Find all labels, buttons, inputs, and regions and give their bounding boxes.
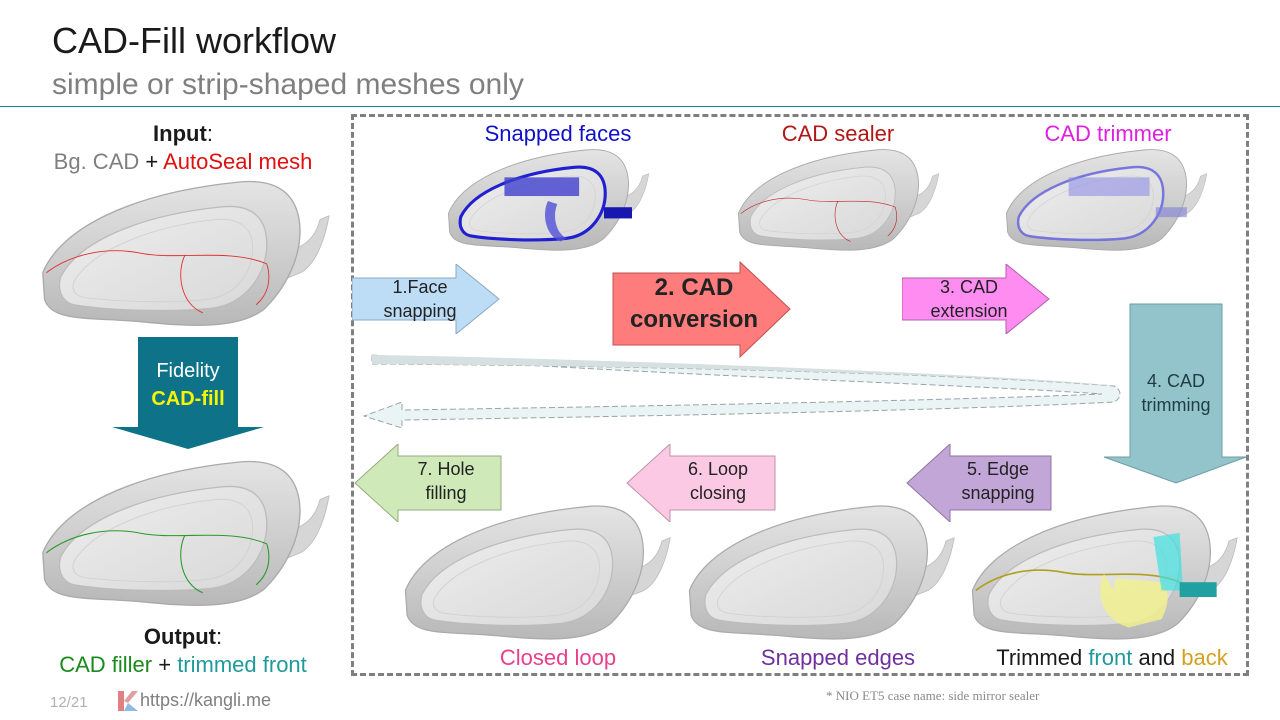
step-1-label: 1.Face snapping: [352, 277, 488, 321]
step-7-label: 7. Hole filling: [392, 456, 500, 506]
step-4-line2: trimming: [1141, 395, 1211, 415]
closed-loop-mirror-image: [404, 505, 671, 640]
input-heading-text: Input: [153, 121, 207, 146]
step-3-line1: 3. CAD: [939, 277, 999, 297]
step-7-line1: 7. Hole: [417, 459, 475, 479]
fidelity-cad-fill-arrow: [112, 337, 264, 449]
step-2-line2: conversion: [629, 306, 759, 333]
loop-back-arrow: [362, 354, 1121, 429]
step-5-line2: snapping: [961, 483, 1035, 503]
caption-cad-sealer: CAD sealer: [781, 121, 895, 146]
input-colon: :: [206, 121, 213, 146]
caption-trimmed-prefix: Trimmed: [996, 645, 1089, 670]
output-description: CAD filler + trimmed front: [20, 652, 346, 678]
step-2-label: 2. CAD conversion: [612, 272, 776, 336]
input-plus: +: [139, 149, 164, 174]
caption-snapped-faces: Snapped faces: [484, 121, 632, 146]
header-divider: [0, 106, 1280, 107]
step-4-label: 4. CAD trimming: [1130, 368, 1222, 418]
step-6-label: 6. Loop closing: [664, 456, 772, 506]
fidelity-label: Fidelity: [156, 360, 220, 382]
caption-back: back: [1181, 645, 1228, 670]
footer-link[interactable]: https://kangli.me: [118, 690, 271, 711]
caption-closed-loop: Closed loop: [499, 645, 617, 670]
snapped-edges-mirror-image: [688, 505, 955, 640]
step-6-line2: closing: [689, 483, 747, 503]
step-1-line1: 1.Face: [392, 277, 448, 297]
output-mirror-image: [42, 460, 330, 606]
step-4-line1: 4. CAD: [1146, 371, 1206, 391]
workflow-box: [351, 114, 1249, 676]
caption-snapped-edges: Snapped edges: [760, 645, 916, 670]
caption-trimmed-front-back: Trimmed front and back: [980, 645, 1244, 671]
output-plus: +: [152, 652, 178, 677]
step-5-arrow[interactable]: [906, 444, 1052, 522]
step-2-line1: 2. CAD: [654, 274, 734, 301]
slide-title: CAD-Fill workflow: [52, 20, 337, 61]
kl-logo-icon: [118, 690, 138, 711]
input-description: Bg. CAD + AutoSeal mesh: [20, 149, 346, 175]
step-3-line2: extension: [930, 301, 1008, 321]
step-1-arrow[interactable]: [352, 264, 500, 334]
page-number: 12/21: [50, 694, 88, 711]
output-cad-filler: CAD filler: [59, 652, 153, 677]
input-autoseal: AutoSeal mesh: [163, 149, 313, 174]
input-bg-cad: Bg. CAD: [53, 149, 140, 174]
input-mirror-image: [42, 180, 330, 326]
step-3-label: 3. CAD extension: [902, 277, 1036, 321]
caption-and: and: [1132, 645, 1182, 670]
caption-cad-trimmer: CAD trimmer: [1044, 121, 1172, 146]
input-heading: Input:: [20, 121, 346, 147]
step-5-line1: 5. Edge: [966, 459, 1030, 479]
step-7-line2: filling: [425, 483, 467, 503]
caption-front: front: [1088, 645, 1133, 670]
output-heading-text: Output: [143, 624, 216, 649]
output-colon: :: [215, 624, 223, 649]
step-1-line2: snapping: [383, 301, 457, 321]
output-heading: Output:: [20, 624, 346, 650]
step-4-arrow[interactable]: [1102, 303, 1248, 485]
step-2-arrow[interactable]: [612, 261, 792, 359]
footnote: * NIO ET5 case name: side mirror sealer: [826, 688, 1040, 703]
trimmed-mirror-image: [971, 505, 1238, 640]
cad-trimmer-mirror-image: [1005, 149, 1208, 251]
step-3-arrow[interactable]: [902, 264, 1050, 334]
footer-url-text[interactable]: https://kangli.me: [140, 690, 272, 710]
output-trimmed-front: trimmed front: [177, 652, 307, 677]
cad-fill-label: CAD-fill: [151, 388, 225, 410]
step-5-label: 5. Edge snapping: [946, 456, 1050, 506]
cad-sealer-mirror-image: [737, 149, 940, 251]
step-6-arrow[interactable]: [626, 444, 776, 522]
step-6-line1: 6. Loop: [687, 459, 749, 479]
snapped-faces-mirror-image: [447, 149, 650, 251]
step-7-arrow[interactable]: [354, 444, 502, 522]
slide-subtitle: simple or strip-shaped meshes only: [52, 68, 524, 101]
